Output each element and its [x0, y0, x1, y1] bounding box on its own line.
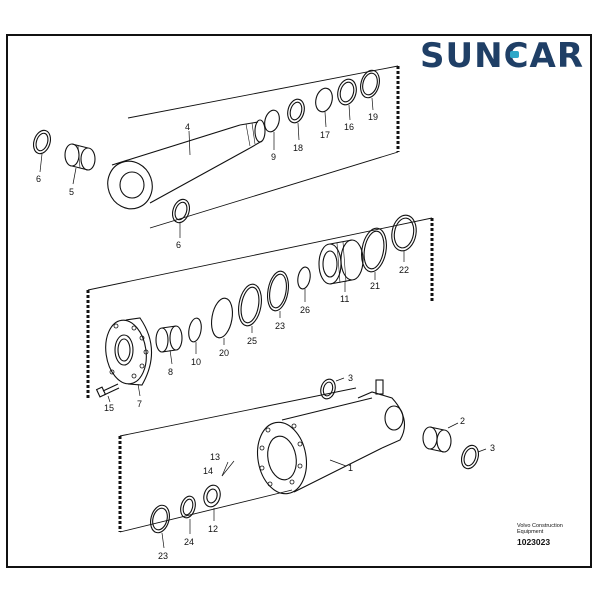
footer-company-line2: Equipment: [517, 529, 544, 535]
part-12-lock-nut: [203, 484, 221, 508]
part-7-cylinder-head: [105, 317, 153, 386]
part-26-o-ring: [297, 266, 311, 290]
part-18-seal: [287, 98, 305, 124]
part-6-seal-ring-left: [32, 129, 52, 155]
footer-company-line1: Volvo Construction: [517, 523, 563, 529]
part-3-seal-ring-right: [460, 444, 480, 470]
part-23-backup-ring: [267, 270, 289, 312]
label-6-left: 6: [36, 174, 41, 184]
part-9-snap-ring: [264, 109, 280, 133]
group-cylinder-tube: [118, 377, 487, 549]
label-12: 12: [208, 524, 218, 534]
part-20-seal: [211, 297, 233, 339]
part-11-piston: [318, 239, 364, 285]
footer-drawing-number: 1023023: [517, 537, 551, 547]
part-1-cylinder-tube: [257, 379, 406, 495]
label-9: 9: [271, 152, 276, 162]
label-2: 2: [460, 416, 465, 426]
label-22: 22: [399, 265, 409, 275]
part-24-ring: [180, 495, 196, 519]
label-1: 1: [348, 463, 353, 473]
label-16: 16: [344, 122, 354, 132]
label-3-right: 3: [490, 443, 495, 453]
label-14: 14: [203, 466, 213, 476]
label-23-mid: 23: [275, 321, 285, 331]
label-25: 25: [247, 336, 257, 346]
part-6-seal-ring-lower: [171, 198, 191, 224]
part-25-seal: [238, 283, 262, 327]
part-8-guide-ring: [155, 325, 183, 353]
label-6-lower: 6: [176, 240, 181, 250]
label-23-lower: 23: [158, 551, 168, 561]
label-21: 21: [370, 281, 380, 291]
part-4-piston-rod: [107, 119, 266, 210]
label-11: 11: [340, 294, 349, 304]
part-16-buffer-ring: [337, 78, 357, 106]
label-26: 26: [300, 305, 310, 315]
label-5: 5: [69, 187, 74, 197]
diagram-frame: [6, 34, 592, 568]
label-15: 15: [104, 403, 114, 413]
logo-text-car: CAR: [503, 36, 585, 76]
part-labels: 4 9 18 17 16 19 6 5 6 22 21 11 26 23 25 …: [36, 112, 495, 561]
logo-accent-mark: [509, 51, 519, 58]
part-23-ring-lower: [150, 504, 170, 534]
label-20: 20: [219, 348, 229, 358]
label-10: 10: [191, 357, 201, 367]
label-3-upper: 3: [348, 373, 353, 383]
logo-text-sun: SUN: [420, 36, 504, 76]
part-22-wear-ring: [391, 214, 417, 252]
part-17-wiper-ring: [315, 87, 333, 113]
label-17: 17: [320, 130, 330, 140]
label-18: 18: [293, 143, 303, 153]
part-21-piston-seal: [361, 227, 387, 273]
part-19-o-ring: [360, 69, 380, 99]
drawing-footer: Volvo Construction Equipment 1023023: [517, 523, 563, 547]
label-19: 19: [368, 112, 378, 122]
group-piston: [86, 214, 434, 403]
part-10-snap-ring: [188, 317, 202, 343]
group-piston-rod: [32, 65, 400, 238]
label-4: 4: [185, 122, 190, 132]
part-5-bushing: [64, 143, 96, 171]
label-7: 7: [137, 399, 142, 409]
part-3-seal-ring-upper: [320, 378, 336, 400]
part-2-bushing: [422, 426, 452, 453]
label-13: 13: [210, 452, 220, 462]
label-8: 8: [168, 367, 173, 377]
part-15-bolt: [95, 383, 120, 398]
label-24: 24: [184, 537, 194, 547]
